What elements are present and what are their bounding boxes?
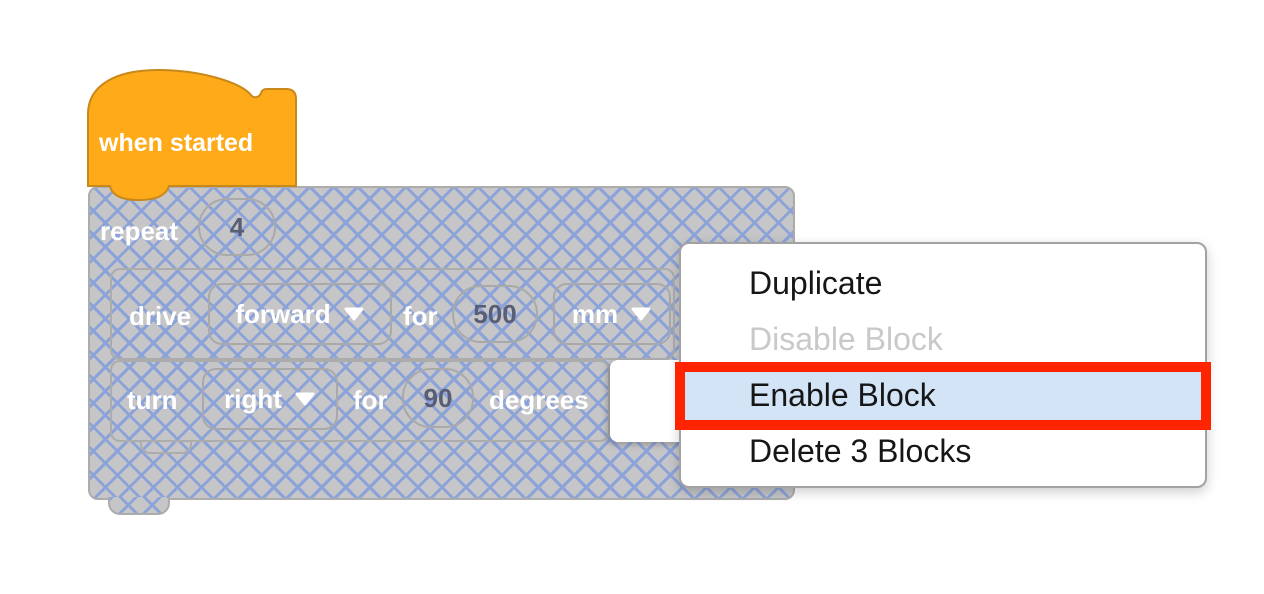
repeat-count-value: 4 bbox=[229, 212, 245, 242]
drive-distance-input[interactable]: 500 bbox=[452, 285, 538, 343]
turn-block-bottom-notch bbox=[140, 440, 192, 454]
drive-direction-value: forward bbox=[235, 299, 331, 329]
turn-block[interactable] bbox=[110, 360, 610, 442]
repeat-block-bottom-notch bbox=[108, 497, 170, 515]
hat-block-label: when started bbox=[99, 129, 254, 157]
turn-for-label: for bbox=[353, 385, 388, 415]
drive-direction-dropdown[interactable]: forward bbox=[208, 283, 392, 345]
drive-unit-value: mm bbox=[571, 299, 619, 329]
turn-angle-value: 90 bbox=[423, 383, 453, 413]
turn-direction-dropdown[interactable]: right bbox=[202, 368, 338, 430]
repeat-label: repeat bbox=[100, 216, 179, 246]
turn-direction-value: right bbox=[224, 384, 282, 414]
hat-shape bbox=[87, 68, 297, 202]
drive-for-label: for bbox=[403, 301, 438, 331]
drive-distance-value: 500 bbox=[473, 299, 517, 329]
menu-item-duplicate[interactable]: Duplicate bbox=[749, 265, 883, 301]
turn-angle-input[interactable]: 90 bbox=[402, 368, 474, 428]
drive-label: drive bbox=[129, 301, 192, 331]
context-menu: Duplicate Disable Block Enable Block Del… bbox=[675, 242, 1211, 488]
repeat-count-input[interactable]: 4 bbox=[198, 198, 276, 256]
annotation-highlight-box bbox=[675, 362, 1211, 430]
drive-block[interactable] bbox=[110, 268, 675, 360]
drive-unit-dropdown[interactable]: mm bbox=[553, 283, 671, 345]
menu-item-disable-block: Disable Block bbox=[749, 321, 943, 357]
turn-unit-label: degrees bbox=[489, 385, 589, 415]
turn-label: turn bbox=[127, 385, 178, 415]
caret-down-icon bbox=[344, 307, 364, 321]
caret-down-icon bbox=[295, 392, 315, 406]
when-started-block[interactable] bbox=[86, 58, 301, 204]
menu-item-delete-3-blocks[interactable]: Delete 3 Blocks bbox=[749, 433, 972, 469]
caret-down-icon bbox=[631, 307, 651, 321]
menu-item-enable-block[interactable]: Enable Block bbox=[749, 377, 936, 413]
